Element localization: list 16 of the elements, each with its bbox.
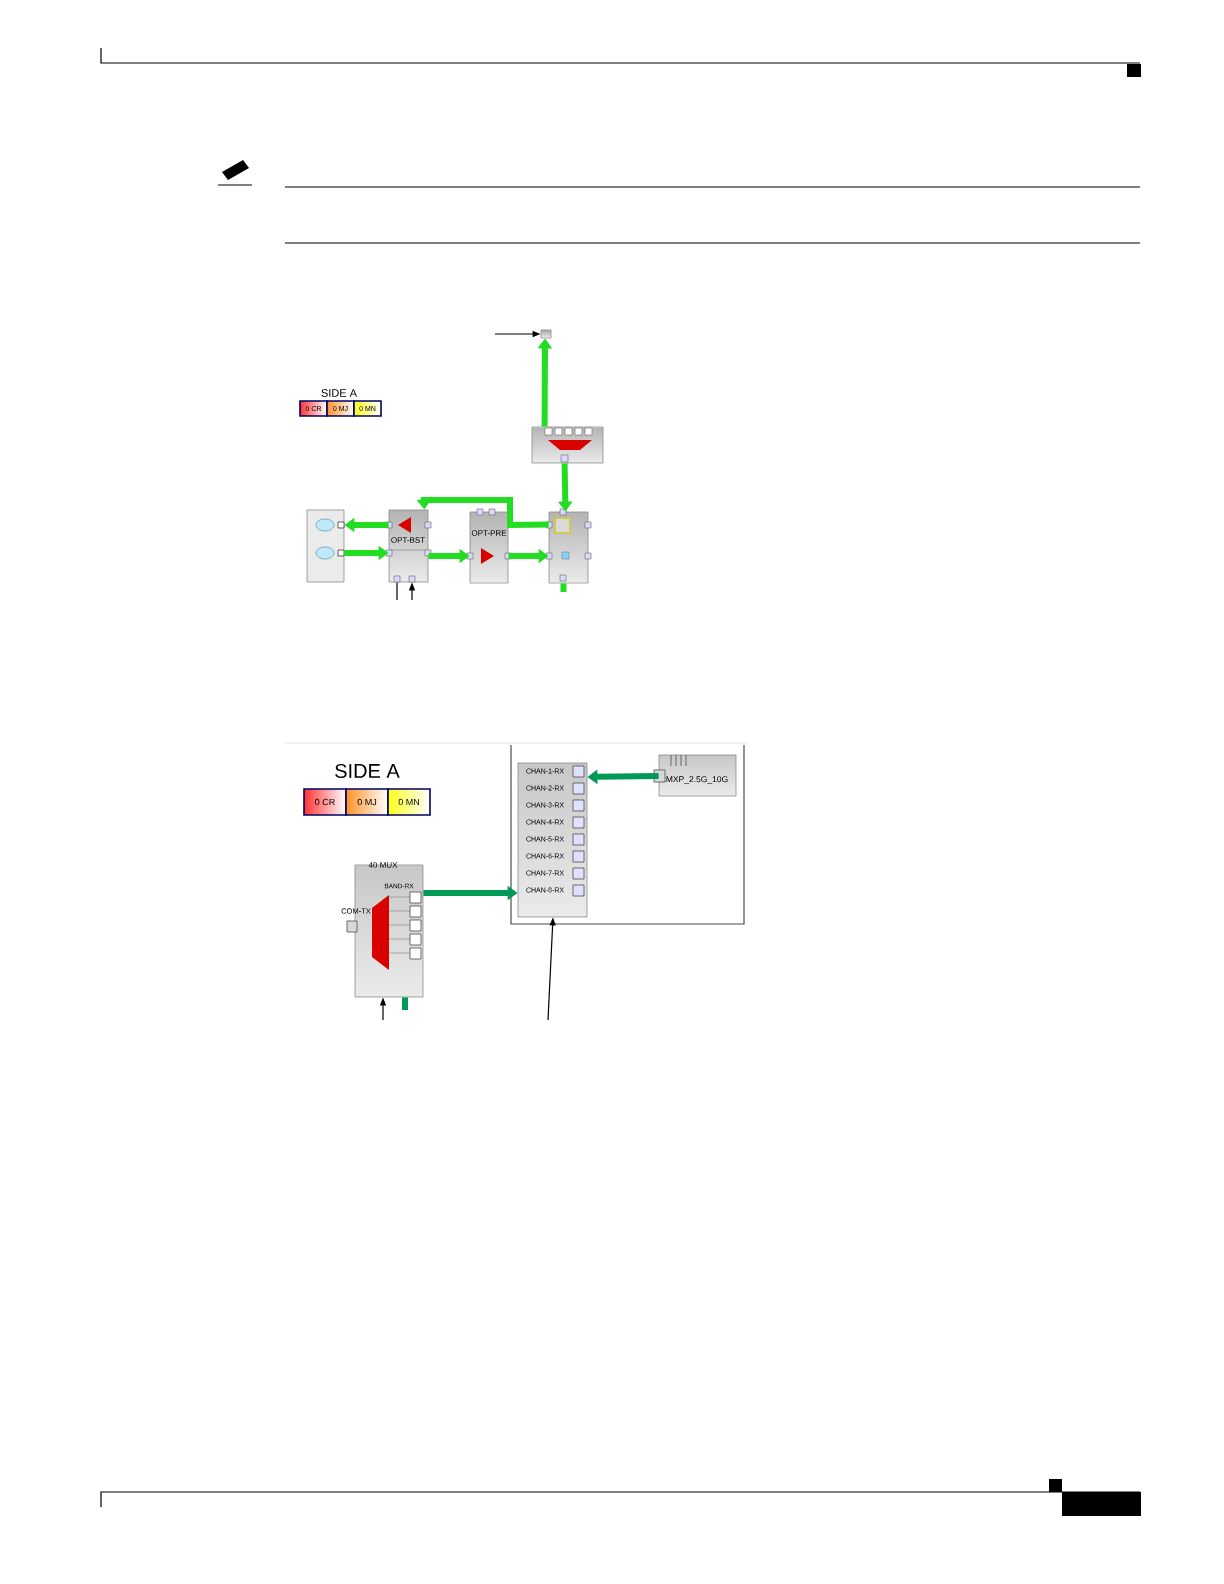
transponder-card: MXP_2.5G_10G bbox=[653, 754, 737, 797]
connector-line bbox=[396, 581, 398, 601]
amplifier-card: OPT-BST bbox=[385, 509, 432, 583]
panel-title: SIDE A bbox=[321, 389, 357, 397]
alarm-counter: 0 CR bbox=[303, 788, 347, 816]
panel-title: SIDE A bbox=[335, 763, 400, 779]
connector-line bbox=[560, 583, 567, 592]
mux-card bbox=[531, 426, 604, 464]
alarm-counter: 0 MJ bbox=[345, 788, 389, 816]
connector-line bbox=[402, 997, 408, 1010]
wxc-card bbox=[545, 508, 592, 584]
amplifier-card: OPT-PRE bbox=[466, 508, 512, 584]
alarm-counter: 0 MN bbox=[387, 788, 431, 816]
port-box bbox=[540, 329, 552, 339]
fiber-panel bbox=[306, 509, 345, 583]
frame bbox=[510, 744, 745, 925]
